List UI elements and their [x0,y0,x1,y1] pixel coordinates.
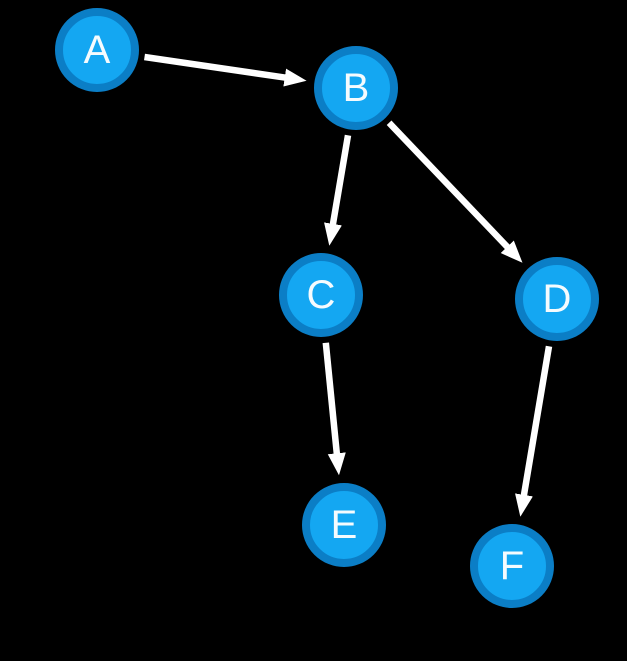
edge-D-F [515,345,553,517]
edge-B-C [324,134,352,246]
edge-C-E [322,342,346,476]
node-label: C [306,273,336,317]
edge-A-B [144,53,307,87]
node-label: D [542,277,572,321]
node-D[interactable]: D [515,257,599,341]
edge-B-D [386,120,523,263]
node-label: F [499,544,525,588]
node-B[interactable]: B [314,46,398,130]
node-A[interactable]: A [55,8,139,92]
node-label: A [83,28,111,72]
node-C[interactable]: C [279,253,363,337]
node-E[interactable]: E [302,483,386,567]
node-F[interactable]: F [470,524,554,608]
node-label: B [342,66,370,110]
node-label: E [330,503,358,547]
